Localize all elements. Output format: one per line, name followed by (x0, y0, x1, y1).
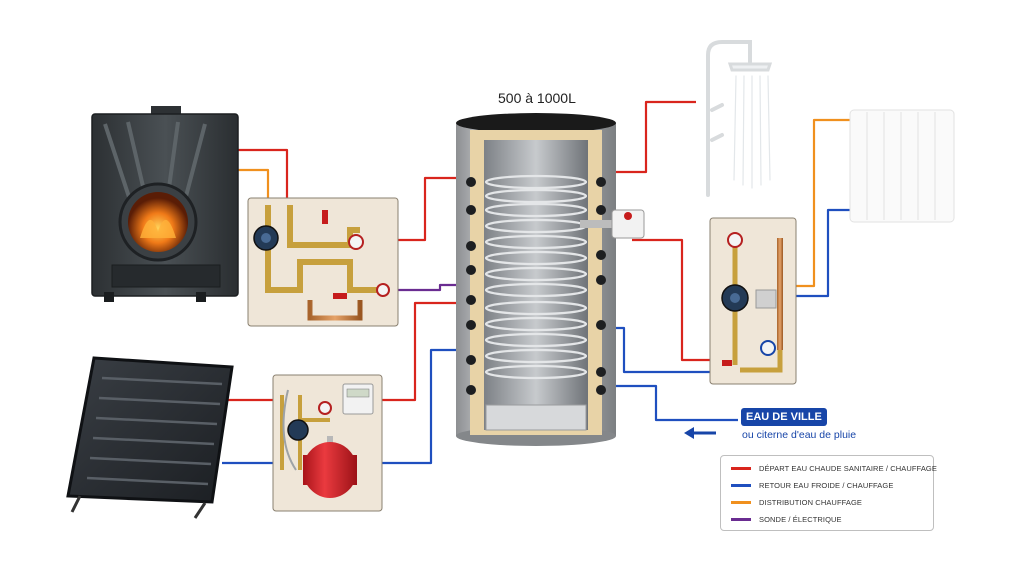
radiator-icon (849, 109, 955, 223)
pipe-station2-cold (382, 348, 456, 465)
arrow-left-icon (684, 427, 716, 439)
pipe-tank-station3-cold (616, 326, 710, 374)
city-water-badge: EAU DE VILLE (741, 408, 827, 426)
pipe-stove-heating (238, 168, 270, 200)
pump-station-1-icon (247, 197, 399, 327)
legend-item: DISTRIBUTION CHAUFFAGE (731, 494, 923, 511)
pump-station-2-icon (272, 374, 383, 512)
pipe-tank-shower (616, 100, 696, 174)
legend-swatch-probe (731, 518, 751, 521)
legend-label: SONDE / ÉLECTRIQUE (759, 515, 842, 524)
legend-label: DÉPART EAU CHAUDE SANITAIRE / CHAUFFAGE (759, 464, 937, 473)
expansion-vessel-icon (303, 436, 357, 498)
city-water-subtitle: ou citerne d'eau de pluie (742, 429, 857, 441)
legend-label: RETOUR EAU FROIDE / CHAUFFAGE (759, 481, 894, 490)
legend-item: RETOUR EAU FROIDE / CHAUFFAGE (731, 477, 923, 494)
legend-swatch-hot (731, 467, 751, 470)
pipe-stove-hot (238, 148, 289, 205)
pipe-tank-station3-hot (632, 238, 710, 362)
legend-label: DISTRIBUTION CHAUFFAGE (759, 498, 863, 507)
legend-swatch-cold (731, 484, 751, 487)
buffer-tank-icon (456, 113, 645, 446)
wood-stove-icon (91, 106, 239, 302)
solar-collector-icon (66, 356, 234, 519)
pipe-station3-heating (796, 118, 850, 288)
legend: DÉPART EAU CHAUDE SANITAIRE / CHAUFFAGE … (720, 455, 937, 531)
pump-station-3-icon (709, 217, 797, 385)
pipes (222, 100, 850, 465)
tank-capacity-label: 500 à 1000L (498, 90, 576, 106)
legend-swatch-heating (731, 501, 751, 504)
pipe-station2-hot (382, 301, 456, 402)
pipe-station3-cold (796, 208, 850, 298)
legend-item: DÉPART EAU CHAUDE SANITAIRE / CHAUFFAGE (731, 460, 937, 477)
pipe-station1-hot (398, 176, 456, 242)
pipe-station1-probe (398, 283, 456, 292)
legend-item: SONDE / ÉLECTRIQUE (731, 511, 923, 528)
shower-icon (706, 40, 773, 197)
pipe-city-water (616, 384, 738, 422)
